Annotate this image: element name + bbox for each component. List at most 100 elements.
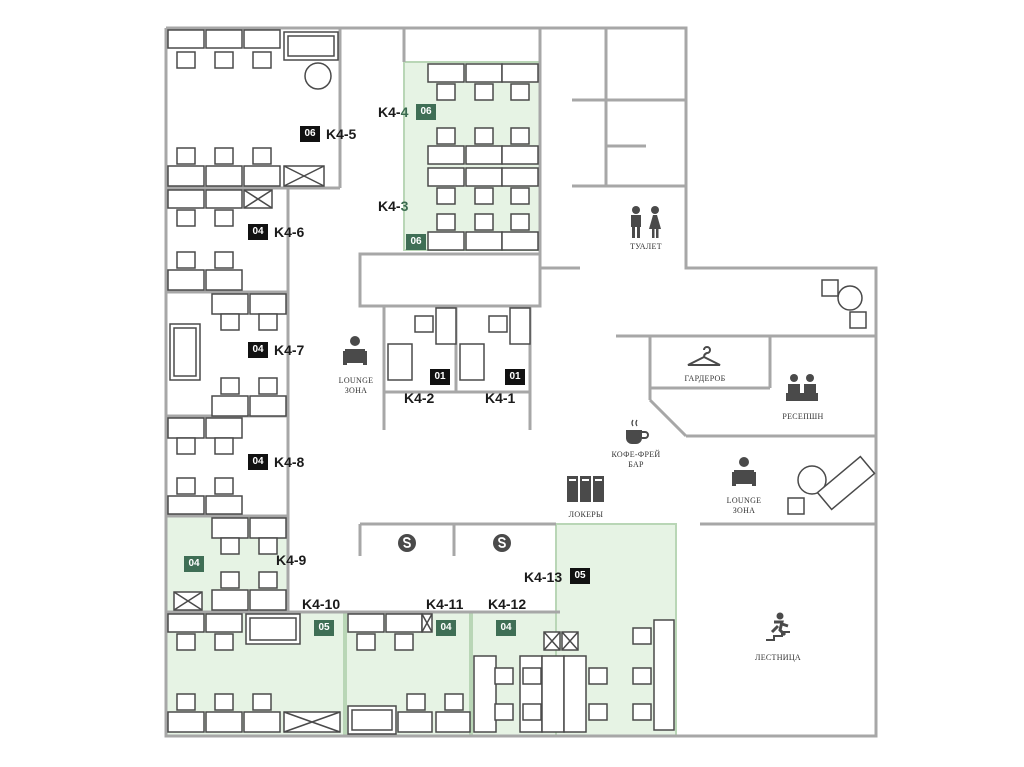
badge-k4-2: 01: [430, 369, 450, 385]
chair: [474, 187, 494, 205]
chair: [214, 51, 234, 69]
desk: [167, 711, 205, 733]
badge-k4-11: 04: [436, 620, 456, 636]
desk: [563, 655, 587, 733]
label-k4-2: K4-2: [404, 390, 435, 406]
chair: [394, 633, 414, 651]
chair: [176, 477, 196, 495]
chair: [522, 667, 542, 685]
armchair: [787, 497, 805, 515]
chair: [258, 313, 278, 331]
chair: [632, 627, 652, 645]
chair: [214, 147, 234, 165]
desk: [501, 63, 539, 83]
chair: [522, 703, 542, 721]
chair: [510, 127, 530, 145]
chair: [176, 693, 196, 711]
chair: [488, 315, 508, 333]
desk: [205, 29, 243, 49]
armchair: [821, 279, 839, 297]
label-k4-9: K4-9: [276, 552, 307, 568]
label-k4-13: K4-13: [524, 569, 563, 585]
badge-k4-13: 05: [570, 568, 590, 584]
chair: [436, 213, 456, 231]
reception-label: РЕСЕПШН: [782, 412, 824, 421]
storage-box-cross: [283, 165, 325, 187]
chair: [510, 213, 530, 231]
label-k4-3: K4-3: [378, 198, 409, 214]
desk: [653, 619, 675, 731]
coffee-cup-icon: [626, 419, 649, 444]
desk: [205, 417, 243, 439]
storage-box-cross: [543, 631, 561, 651]
skype-icon-right: [493, 534, 511, 552]
desk: [465, 145, 503, 165]
label-k4-10: K4-10: [302, 596, 341, 612]
desk: [509, 307, 531, 345]
sofa-seat: [351, 709, 393, 731]
chair: [176, 147, 196, 165]
desk: [427, 63, 465, 83]
desk: [205, 613, 243, 633]
chair: [176, 633, 196, 651]
desk: [211, 589, 249, 611]
badge-k4-8: 04: [248, 454, 268, 470]
chair: [588, 667, 608, 685]
chair: [176, 209, 196, 227]
desk: [205, 495, 243, 515]
desk: [167, 417, 205, 439]
desk: [167, 165, 205, 187]
desk: [205, 711, 243, 733]
desk: [397, 711, 433, 733]
storage-box-cross: [243, 189, 273, 209]
chair: [494, 703, 514, 721]
chair: [214, 633, 234, 651]
furniture: [167, 29, 876, 735]
chair: [252, 51, 272, 69]
storage-box-cross: [173, 591, 203, 611]
desk: [465, 63, 503, 83]
desk: [249, 395, 287, 417]
desk: [205, 189, 243, 209]
skype-icon-left: [398, 534, 416, 552]
round-table: [797, 465, 827, 495]
badge-k4-7: 04: [248, 342, 268, 358]
chair: [632, 703, 652, 721]
chair: [258, 377, 278, 395]
chair: [436, 187, 456, 205]
wardrobe-label: ГАРДЕРОБ: [684, 374, 726, 383]
desk: [211, 517, 249, 539]
label-k4-11: K4-11: [426, 596, 464, 612]
lounge-right-icon: [732, 457, 756, 486]
storage-box-cross: [421, 613, 433, 633]
desk: [205, 165, 243, 187]
chair: [474, 127, 494, 145]
storage-box-cross: [561, 631, 579, 651]
toilet-icon: [631, 206, 661, 238]
desk: [465, 231, 503, 251]
desk: [167, 269, 205, 291]
chair: [474, 83, 494, 101]
chair: [252, 693, 272, 711]
stairs-label: ЛЕСТНИЦА: [754, 653, 802, 662]
desk: [427, 231, 465, 251]
chair: [258, 537, 278, 555]
outer-wall: [164, 26, 878, 738]
chair: [356, 633, 376, 651]
chair: [510, 83, 530, 101]
label-k4-4: K4-4: [378, 104, 409, 120]
desk: [211, 293, 249, 315]
badge-k4-3: 06: [406, 234, 426, 250]
desk: [211, 395, 249, 417]
chair: [406, 693, 426, 711]
chair: [220, 377, 240, 395]
chair: [214, 437, 234, 455]
hanger-icon: [687, 346, 721, 366]
desk: [167, 613, 205, 633]
desk: [541, 655, 565, 733]
chair: [220, 571, 240, 589]
stairs-icon: [766, 612, 790, 641]
desk: [435, 307, 457, 345]
